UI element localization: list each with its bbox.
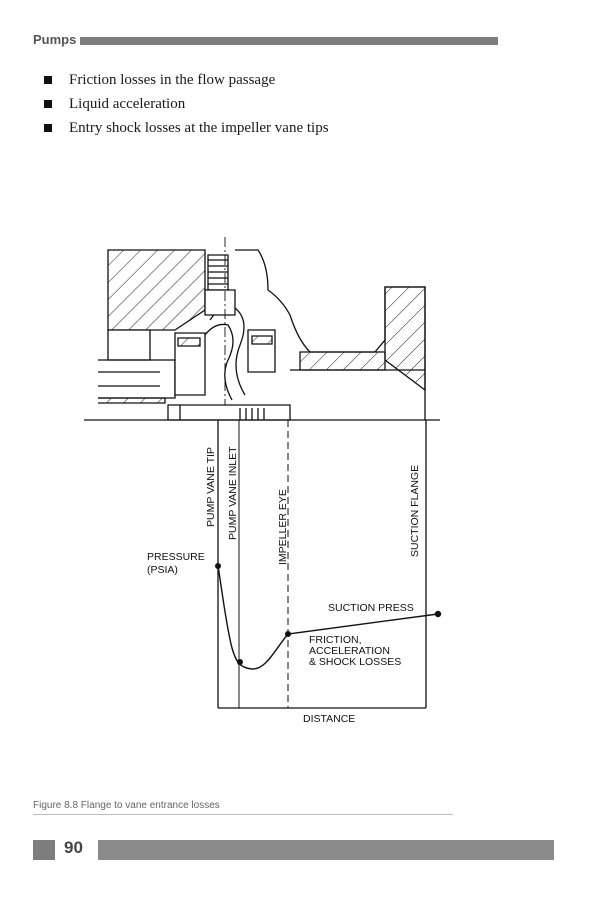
label-distance: DISTANCE [303, 713, 355, 725]
label-pump-vane-inlet: PUMP VANE INLET [227, 446, 239, 540]
pressure-point [215, 563, 221, 569]
bullet-item: Entry shock losses at the impeller vane … [44, 116, 329, 140]
label-pump-vane-tip: PUMP VANE TIP [205, 447, 217, 527]
bullet-item: Friction losses in the flow passage [44, 68, 329, 92]
label-impeller-eye: IMPELLER EYE [277, 489, 289, 565]
bullet-text: Friction losses in the flow passage [69, 72, 276, 88]
suction-press-point [434, 610, 442, 618]
label-psia: (PSIA) [147, 564, 178, 576]
label-pressure: PRESSURE [147, 551, 205, 563]
bullet-square-icon [44, 124, 52, 132]
header-rule [80, 37, 498, 45]
impeller-eye-point [285, 631, 291, 637]
page-number: 90 [64, 838, 83, 857]
bullet-list: Friction losses in the flow passage Liqu… [44, 68, 329, 140]
bullet-square-icon [44, 100, 52, 108]
bullet-text: Liquid acceleration [69, 96, 186, 112]
label-losses-2: ACCELERATION [309, 645, 390, 657]
bullet-item: Liquid acceleration [44, 92, 329, 116]
label-losses-1: FRICTION, [309, 634, 362, 646]
caption-rule [33, 814, 453, 815]
vane-inlet-point [237, 659, 243, 665]
footer-bar [98, 840, 554, 860]
flange-to-vane-figure: PUMP VANE TIP PUMP VANE INLET IMPELLER E… [84, 237, 442, 725]
footer-block [33, 840, 55, 860]
running-header-title: Pumps [33, 32, 77, 47]
bullet-square-icon [44, 76, 52, 84]
bullet-text: Entry shock losses at the impeller vane … [69, 120, 329, 136]
pump-cross-section [98, 249, 426, 421]
label-losses-3: & SHOCK LOSSES [309, 656, 401, 668]
figure-caption: Figure 8.8 Flange to vane entrance losse… [33, 800, 220, 811]
label-suction-press: SUCTION PRESS [328, 602, 414, 614]
label-suction-flange: SUCTION FLANGE [409, 465, 421, 557]
